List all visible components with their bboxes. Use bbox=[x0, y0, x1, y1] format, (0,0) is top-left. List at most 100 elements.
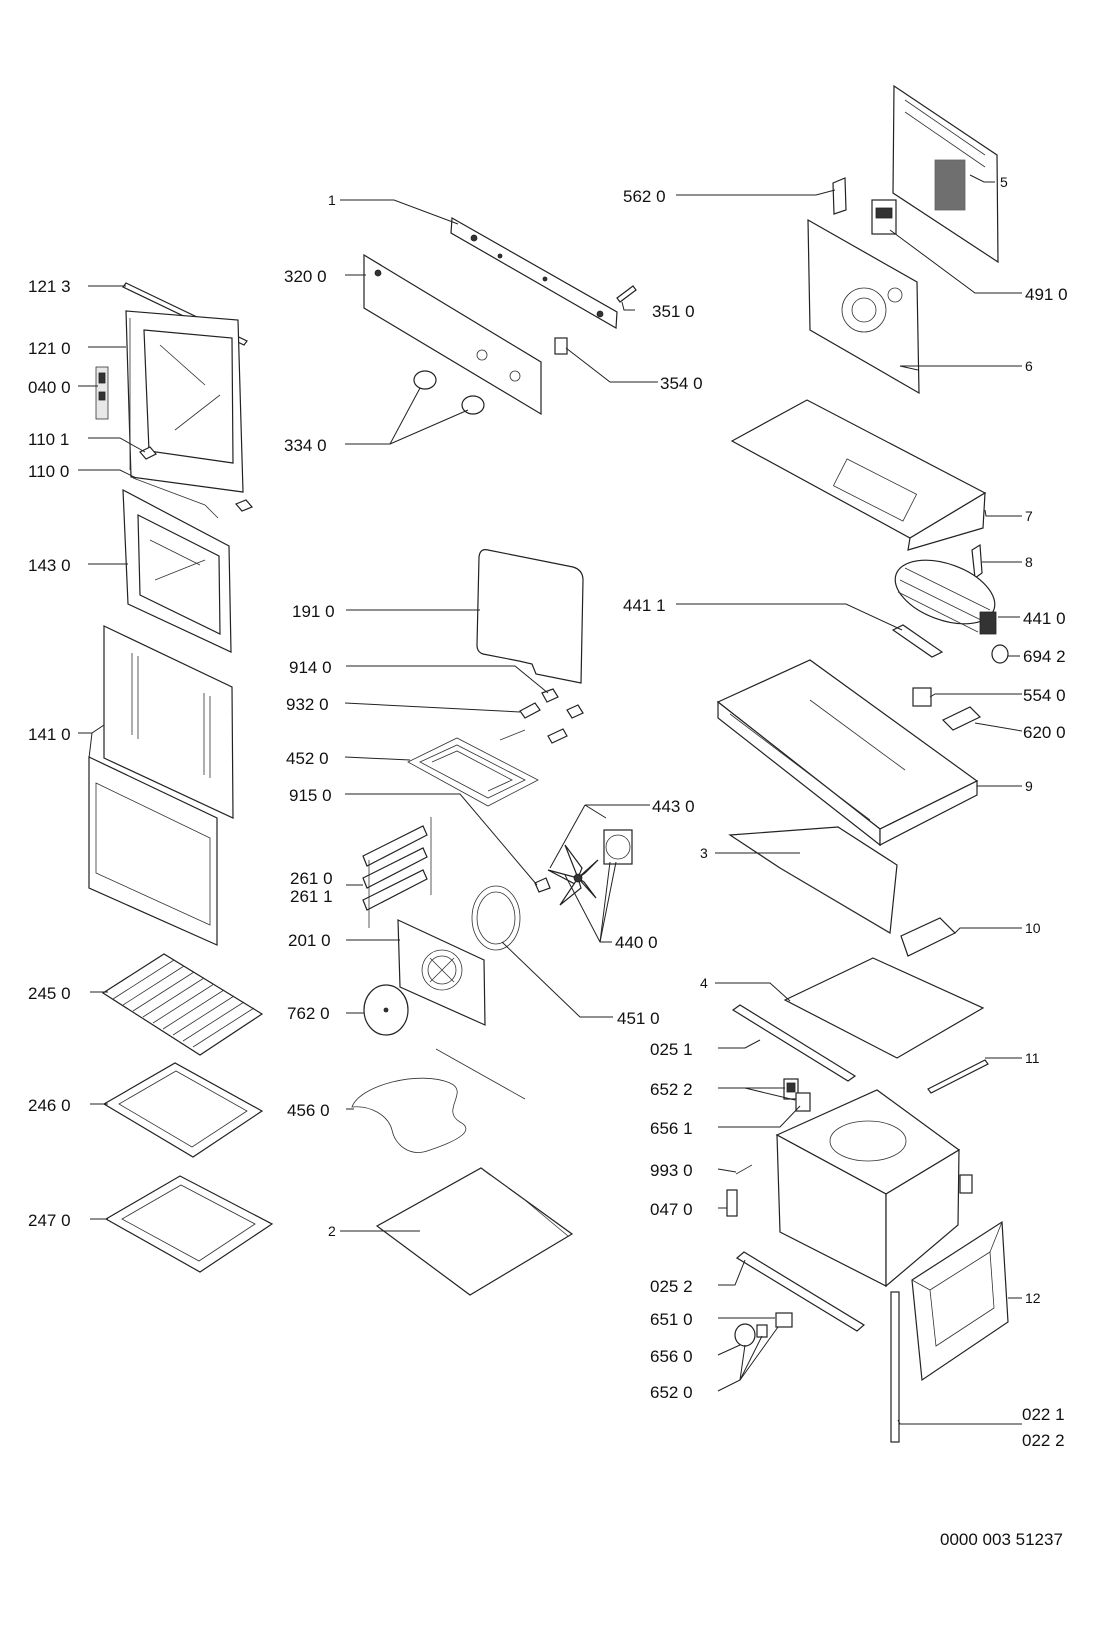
part-932-0-bushing bbox=[519, 702, 584, 744]
part-443-0-fan-motor bbox=[603, 829, 633, 865]
label-11: 11 bbox=[1025, 1050, 1040, 1066]
part-141-0-outer-door-glass bbox=[103, 625, 234, 819]
label-110-1: 110 1 bbox=[28, 430, 69, 449]
label-12: 12 bbox=[1025, 1290, 1041, 1306]
part-651-0-lamp-socket bbox=[775, 1312, 793, 1328]
label-351-0: 351 0 bbox=[652, 302, 695, 321]
label-452-0: 452 0 bbox=[286, 749, 329, 768]
label-914-0: 914 0 bbox=[289, 658, 332, 677]
part-121-0-inner-door-frame bbox=[125, 310, 244, 493]
label-261-1: 261 1 bbox=[290, 887, 333, 906]
part-6-inner-rear-panel bbox=[807, 218, 920, 395]
label-141-0: 141 0 bbox=[28, 725, 71, 744]
part-4-shelf-plate bbox=[783, 957, 985, 1059]
label-620-0: 620 0 bbox=[1023, 723, 1066, 742]
label-6: 6 bbox=[1025, 358, 1033, 374]
label-554-0: 554 0 bbox=[1023, 686, 1066, 705]
part-110-0-rod bbox=[132, 477, 219, 519]
part-143-0-middle-glass-frame bbox=[122, 488, 232, 653]
label-1: 1 bbox=[328, 192, 336, 208]
leader-lines bbox=[78, 174, 1023, 1425]
label-4: 4 bbox=[700, 975, 708, 991]
part-656-0-lamp-glass bbox=[734, 1323, 756, 1347]
label-2: 2 bbox=[328, 1223, 336, 1239]
part-110-1-clip bbox=[139, 446, 254, 512]
label-993-0: 993 0 bbox=[650, 1161, 693, 1180]
label-320-0: 320 0 bbox=[284, 267, 327, 286]
label-491-0: 491 0 bbox=[1025, 285, 1068, 304]
label-121-3: 121 3 bbox=[28, 277, 71, 296]
label-025-1: 025 1 bbox=[650, 1040, 693, 1059]
label-441-1: 441 1 bbox=[623, 596, 666, 615]
part-334-0-control-knobs bbox=[413, 370, 485, 415]
label-932-0: 932 0 bbox=[286, 695, 329, 714]
label-656-0: 656 0 bbox=[650, 1347, 693, 1366]
label-201-0: 201 0 bbox=[288, 931, 331, 950]
label-191-0: 191 0 bbox=[292, 602, 335, 621]
label-694-2: 694 2 bbox=[1023, 647, 1066, 666]
label-656-1: 656 1 bbox=[650, 1119, 693, 1138]
label-456-0: 456 0 bbox=[287, 1101, 330, 1120]
part-440-0-fan-blade bbox=[547, 844, 599, 906]
label-440-0: 440 0 bbox=[615, 933, 658, 952]
part-914-0-nut bbox=[541, 688, 559, 703]
label-354-0: 354 0 bbox=[660, 374, 703, 393]
label-10: 10 bbox=[1025, 920, 1041, 936]
part-491-0-connector bbox=[871, 199, 897, 235]
part-12-door-seal-frame bbox=[911, 1220, 1009, 1382]
label-022-2: 022 2 bbox=[1022, 1431, 1065, 1450]
part-261-rack-runners bbox=[362, 817, 432, 928]
label-143-0: 143 0 bbox=[28, 556, 71, 575]
part-1-control-bracket bbox=[450, 217, 618, 330]
part-labels: 121 3 121 0 040 0 110 1 110 0 143 0 141 … bbox=[28, 174, 1068, 1450]
label-7: 7 bbox=[1025, 508, 1033, 524]
part-762-0-cover-disc bbox=[363, 984, 409, 1036]
part-441-0-cooling-fan bbox=[894, 559, 997, 635]
part-652-0-lamp-holder bbox=[756, 1324, 768, 1338]
label-441-0: 441 0 bbox=[1023, 609, 1066, 628]
part-8-bracket bbox=[971, 543, 983, 580]
label-915-0: 915 0 bbox=[289, 786, 332, 805]
part-246-0-baking-tray bbox=[102, 1062, 264, 1158]
part-025-1-rail bbox=[731, 1004, 857, 1082]
label-121-0: 121 0 bbox=[28, 339, 71, 358]
part-9-control-housing bbox=[716, 659, 979, 847]
part-993-0-screw bbox=[735, 1164, 753, 1175]
part-354-0-knob-shaft bbox=[554, 337, 568, 355]
part-141-0-outer-door-panel bbox=[88, 756, 218, 946]
label-3: 3 bbox=[700, 845, 708, 861]
label-443-0: 443 0 bbox=[652, 797, 695, 816]
label-047-0: 047 0 bbox=[650, 1200, 693, 1219]
label-025-2: 025 2 bbox=[650, 1277, 693, 1296]
part-3-top-liner bbox=[728, 826, 898, 934]
document-number: 0000 003 51237 bbox=[940, 1530, 1063, 1549]
label-040-0: 040 0 bbox=[28, 378, 71, 397]
part-320-0-control-panel bbox=[363, 253, 542, 416]
label-762-0: 762 0 bbox=[287, 1004, 330, 1023]
part-245-0-wire-shelf bbox=[101, 953, 264, 1056]
label-261-0: 261 0 bbox=[290, 869, 333, 888]
label-8: 8 bbox=[1025, 554, 1033, 570]
part-694-2-thermostat bbox=[991, 644, 1009, 664]
part-11-strip bbox=[927, 1059, 989, 1094]
part-5-rear-panel bbox=[892, 84, 999, 264]
label-022-1: 022 1 bbox=[1022, 1405, 1065, 1424]
part-022-side-rail bbox=[890, 1291, 900, 1443]
part-456-0-bottom-element bbox=[351, 1048, 526, 1153]
label-562-0: 562 0 bbox=[623, 187, 666, 206]
part-047-0-hinge-receiver bbox=[726, 1189, 738, 1217]
part-452-0-grill-element bbox=[407, 729, 539, 807]
label-247-0: 247 0 bbox=[28, 1211, 71, 1230]
part-2-bottom-plate bbox=[375, 1167, 574, 1296]
part-oven-cavity bbox=[775, 1089, 973, 1288]
label-451-0: 451 0 bbox=[617, 1009, 660, 1028]
part-562-0-clip bbox=[832, 177, 847, 215]
label-110-0: 110 0 bbox=[28, 462, 69, 481]
part-915-0-collar bbox=[534, 877, 551, 893]
label-334-0: 334 0 bbox=[284, 436, 327, 455]
part-191-0-gasket bbox=[476, 549, 584, 684]
part-201-0-fan-cover bbox=[397, 919, 486, 1026]
label-9: 9 bbox=[1025, 778, 1033, 794]
label-652-0: 652 0 bbox=[650, 1383, 693, 1402]
